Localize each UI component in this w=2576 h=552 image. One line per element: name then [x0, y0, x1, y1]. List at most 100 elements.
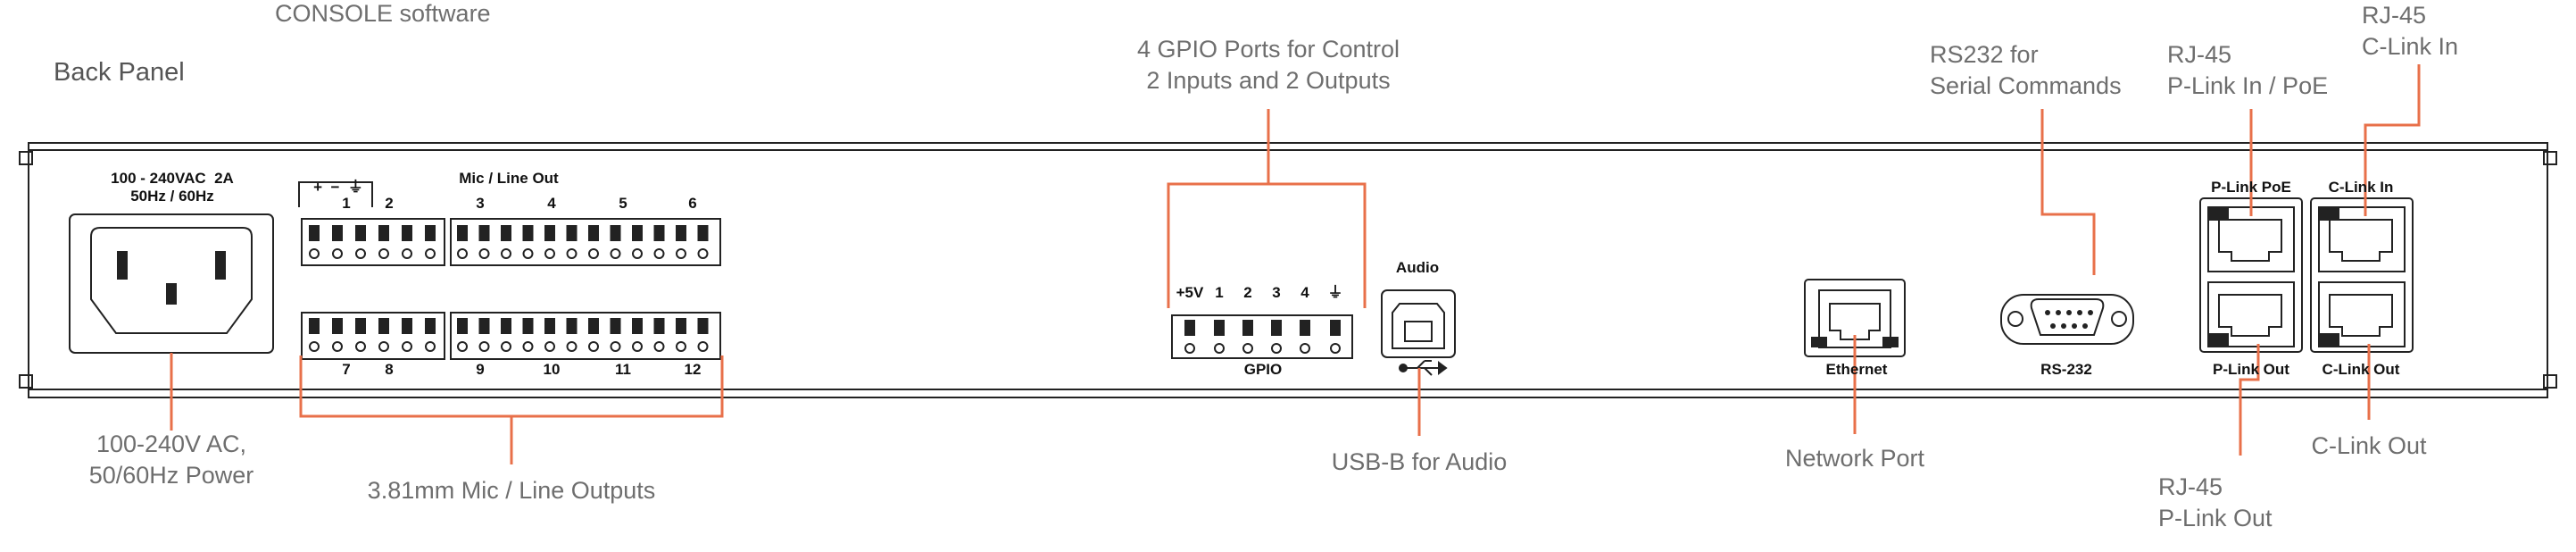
mic-terminal-pins	[309, 225, 709, 352]
mic-line-out-label: Mic / Line Out	[459, 170, 559, 187]
mic-bottom-pin-6	[457, 318, 468, 334]
channel-label-11: 11	[615, 361, 631, 378]
mic-top-pin-0	[309, 225, 320, 241]
gpio-pin-screw-1	[1214, 343, 1225, 354]
mic-bottom-pin-screw-14	[632, 341, 643, 352]
network-callout: Network Port	[1784, 445, 1925, 472]
mic-bottom-pin-8	[501, 318, 511, 334]
mic-top-pin-screw-3	[378, 248, 389, 259]
chassis-outline	[19, 142, 2557, 398]
c-link-rj45-stack	[2310, 197, 2414, 353]
mic-top-pin-8	[501, 225, 511, 241]
mic-top-pin-1	[332, 225, 343, 241]
mic-top-pin-screw-4	[402, 248, 412, 259]
gpio-pin-1	[1214, 320, 1225, 336]
power-rating-label: 100 - 240VAC 2A 50Hz / 60Hz	[111, 170, 234, 205]
clink-in-callout: RJ-45 C-Link In	[2362, 2, 2459, 60]
channel-label-8: 8	[385, 361, 394, 378]
gpio-terminal-block	[1171, 314, 1353, 359]
mic-top-pin-screw-14	[632, 248, 643, 259]
mic-bottom-pin-12	[588, 318, 599, 334]
mic-top-pin-15	[653, 225, 665, 241]
mic-top-pin-screw-6	[457, 248, 468, 259]
mic-top-pin-13	[610, 225, 621, 241]
channel-label-7: 7	[342, 361, 351, 378]
gpio-pin-3	[1271, 320, 1282, 336]
gpio-callout: 4 GPIO Ports for Control 2 Inputs and 2 …	[1136, 36, 1400, 94]
mic-bottom-pin-screw-0	[309, 341, 320, 352]
channel-label-6: 6	[688, 195, 697, 212]
mic-outputs-callout: 3.81mm Mic / Line Outputs	[367, 477, 656, 504]
mic-top-pin-12	[588, 225, 599, 241]
rs232-callout: RS232 for Serial Commands	[1930, 41, 2122, 99]
mic-top-pin-screw-7	[478, 248, 490, 259]
gpio-pin-label-4: 4	[1300, 284, 1309, 301]
mic-top-pin-2	[355, 225, 366, 241]
mic-bottom-pin-screw-6	[457, 341, 468, 352]
mic-top-pin-6	[457, 225, 468, 241]
gpio-pin-0	[1184, 320, 1195, 336]
usb-icon	[1399, 360, 1448, 376]
channel-label-4: 4	[547, 195, 556, 212]
gpio-pin-5	[1330, 320, 1341, 336]
mic-top-pin-11	[566, 225, 578, 241]
db9-pin-1	[2056, 310, 2061, 315]
mic-top-pin-screw-13	[610, 248, 621, 259]
mic-top-pin-3	[378, 225, 389, 241]
power-callout: 100-240V AC, 50/60Hz Power	[88, 431, 254, 489]
mic-bottom-pin-screw-2	[355, 341, 366, 352]
rs232-label: RS-232	[2040, 361, 2092, 378]
gpio-pin-label-3: 3	[1272, 284, 1281, 301]
mic-bottom-pin-15	[653, 318, 665, 334]
plink-out-callout: RJ-45 P-Link Out	[2158, 473, 2273, 531]
mic-bottom-pin-2	[355, 318, 366, 334]
mic-bottom-pin-screw-13	[610, 341, 621, 352]
mic-top-pin-screw-2	[355, 248, 366, 259]
channel-label-1: 1	[342, 195, 351, 212]
channel-label-9: 9	[476, 361, 485, 378]
mic-bottom-pin-5	[425, 318, 436, 334]
mic-bottom-pin-1	[332, 318, 343, 334]
db9-pin-8	[2082, 323, 2088, 329]
mic-bottom-pin-screw-1	[332, 341, 343, 352]
p-link-rj45-stack	[2199, 197, 2303, 353]
gpio-pin-label-2: 2	[1243, 284, 1252, 301]
plink-poe-label: P-Link PoE	[2211, 179, 2291, 196]
panel-title: Back Panel	[54, 58, 185, 87]
mic-bottom-pin-screw-7	[478, 341, 490, 352]
gpio-pin-screw-0	[1184, 343, 1195, 354]
mic-bottom-pin-17	[697, 318, 709, 334]
gpio-pin-screw-5	[1330, 343, 1341, 354]
mic-top-pin-16	[676, 225, 686, 241]
mic-bottom-pin-13	[610, 318, 621, 334]
mic-top-pin-17	[697, 225, 709, 241]
mic-top-pin-10	[544, 225, 555, 241]
mic-bottom-pin-screw-16	[676, 341, 686, 352]
gpio-pin-screw-4	[1300, 343, 1310, 354]
db9-pin-5	[2050, 323, 2056, 329]
clink-out-callout: C-Link Out	[2311, 432, 2427, 459]
db9-pin-3	[2077, 310, 2082, 315]
mic-top-pin-screw-10	[544, 248, 555, 259]
mic-bottom-pin-screw-5	[425, 341, 436, 352]
usb-b-port	[1381, 289, 1456, 358]
mic-top-pin-screw-5	[425, 248, 436, 259]
plink-in-callout: RJ-45 P-Link In / PoE	[2167, 41, 2329, 99]
mic-line-terminal-block	[298, 181, 721, 360]
ethernet-port	[1804, 279, 1906, 357]
channel-label-3: 3	[476, 195, 485, 212]
power-inlet	[69, 213, 274, 354]
mic-bottom-pin-screw-4	[402, 341, 412, 352]
mic-bottom-pin-16	[676, 318, 686, 334]
channel-label-2: 2	[385, 195, 394, 212]
gpio-pin-label-1: 1	[1215, 284, 1224, 301]
mic-top-pin-14	[632, 225, 643, 241]
plink-out-label: P-Link Out	[2213, 361, 2289, 378]
mic-bottom-pin-screw-15	[653, 341, 665, 352]
mic-top-pin-screw-12	[588, 248, 599, 259]
mic-bottom-pin-screw-8	[501, 341, 511, 352]
gpio-pin-4	[1300, 320, 1310, 336]
mic-top-pin-9	[522, 225, 534, 241]
mic-top-pin-4	[402, 225, 412, 241]
